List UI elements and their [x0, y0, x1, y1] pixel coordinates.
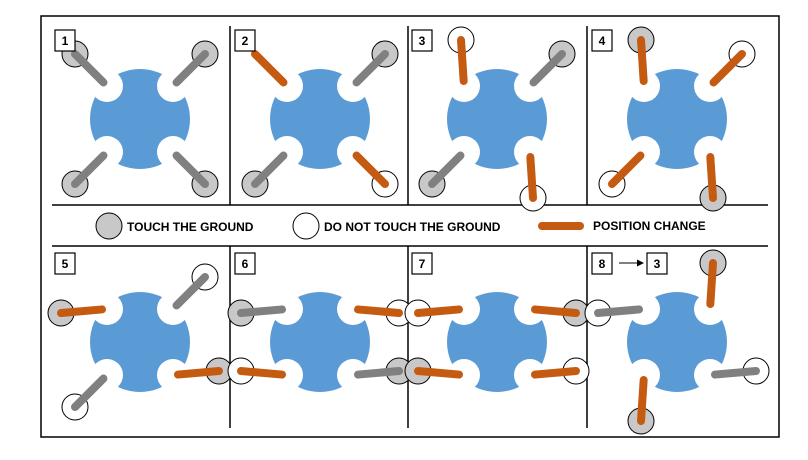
leg [352, 50, 389, 87]
joint-notch [337, 293, 369, 325]
leg [172, 273, 209, 310]
arrow-head [637, 259, 644, 267]
joint-notch [514, 359, 546, 391]
leg [71, 50, 108, 87]
leg [71, 374, 108, 411]
step-number: 4 [599, 34, 606, 48]
leg-position-change [251, 50, 288, 87]
joint-notch [448, 70, 480, 102]
joint-notch [628, 70, 660, 102]
step-number-next: 3 [654, 257, 661, 271]
leg-position-change [706, 152, 717, 202]
legend: TOUCH THE GROUND DO NOT TOUCH THE GROUND… [95, 212, 706, 240]
robot-panel-6: 6 [227, 252, 413, 392]
robot-panel-5: 5 [47, 252, 233, 421]
step-number: 2 [242, 34, 249, 48]
step-number-box [54, 29, 76, 52]
step-number: 3 [419, 34, 426, 48]
leg-position-change [173, 367, 223, 379]
leg [710, 367, 760, 379]
leg-position-change [530, 305, 580, 317]
leg-position-change [237, 367, 287, 379]
leg-position-change [706, 259, 717, 309]
joint-notch [628, 359, 660, 391]
leg [594, 305, 644, 317]
joint-notch [448, 359, 480, 391]
leg-position-change [637, 375, 648, 425]
leg [237, 305, 287, 317]
robot-panel-1: 1 [54, 29, 219, 198]
joint-notch [448, 293, 480, 325]
step-number-box [591, 252, 613, 275]
legend-change-label: POSITION CHANGE [593, 219, 706, 233]
legend-touch-swatch [95, 212, 123, 240]
step-number: 8 [599, 257, 606, 271]
leg-position-change [414, 367, 464, 379]
joint-notch [694, 136, 726, 168]
step-number: 5 [62, 257, 69, 271]
robot-panel-4: 4 [591, 26, 756, 212]
leg [71, 151, 108, 188]
joint-notch [91, 293, 123, 325]
leg-position-change [637, 36, 648, 86]
joint-notch [694, 359, 726, 391]
leg [353, 367, 403, 379]
leg-position-change [414, 305, 464, 317]
leg-position-change [530, 367, 580, 379]
joint-notch [514, 293, 546, 325]
joint-notch [271, 293, 303, 325]
leg [172, 151, 209, 188]
joint-notch [694, 293, 726, 325]
step-number: 6 [242, 257, 249, 271]
leg-position-change [709, 50, 746, 87]
leg [251, 151, 288, 188]
step-number-box [234, 29, 256, 52]
leg-position-change [57, 305, 107, 317]
joint-notch [271, 359, 303, 391]
leg [529, 50, 566, 87]
legend-touch-label: TOUCH THE GROUND [127, 220, 254, 234]
leg-position-change [353, 305, 403, 317]
leg-position-change [352, 151, 389, 188]
legend-no-touch-label: DO NOT TOUCH THE GROUND [324, 220, 501, 234]
step-number-box [54, 252, 76, 275]
leg-position-change [457, 36, 468, 86]
robot-panel-7: 7 [404, 252, 590, 392]
joint-notch [514, 136, 546, 168]
leg-position-change [526, 152, 537, 202]
legend-no-touch-swatch [292, 212, 320, 240]
step-number: 1 [62, 34, 69, 48]
joint-notch [157, 359, 189, 391]
step-number-box [411, 252, 433, 275]
leg [428, 151, 465, 188]
step-number-box [646, 252, 668, 275]
leg-position-change [608, 151, 645, 188]
step-number: 7 [419, 257, 426, 271]
step-number-box [411, 29, 433, 52]
joint-notch [628, 293, 660, 325]
step-number-box [234, 252, 256, 275]
step-number-box [591, 29, 613, 52]
robot-panel-2: 2 [234, 29, 399, 198]
leg [172, 50, 209, 87]
robot-panel-3: 3 [411, 26, 576, 212]
joint-notch [337, 359, 369, 391]
